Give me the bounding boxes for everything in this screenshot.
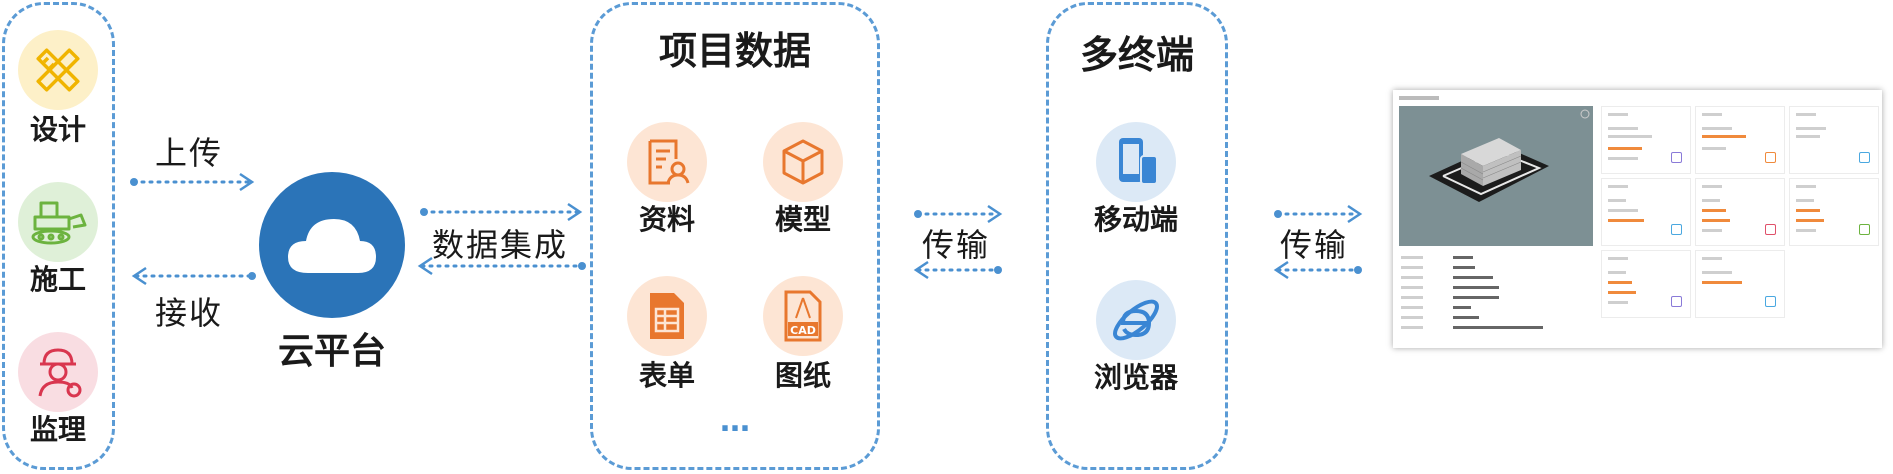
building-model-render: [1429, 109, 1590, 202]
forms-label: 表单: [638, 359, 695, 392]
design-label: 设计: [29, 113, 86, 146]
receive-label: 接收: [155, 294, 224, 332]
info-panel: [1399, 252, 1593, 342]
design-ruler-pencil-icon: [36, 48, 80, 92]
screenshot-header: [1399, 96, 1439, 100]
integration-arrow-left: [417, 256, 586, 276]
supervision-circle: [18, 332, 98, 412]
cloud-platform-label: 云平台: [277, 331, 386, 372]
upload-arrow: [130, 172, 255, 192]
drawings-circle: CAD: [763, 276, 843, 356]
dashboard-card: [1601, 250, 1691, 318]
dashboard-card: [1695, 178, 1785, 246]
supervision-label: 监理: [29, 413, 86, 446]
transfer-1-label: 传输: [922, 226, 991, 264]
dashboard-card: [1695, 106, 1785, 174]
cad-drawing-icon: CAD: [784, 290, 822, 342]
integration-label: 数据集成: [432, 226, 569, 264]
form-sheet-icon: [650, 293, 684, 339]
mobile-device-icon: [1119, 138, 1158, 185]
browser-circle: [1096, 280, 1176, 360]
upload-label: 上传: [155, 134, 224, 172]
documents-label: 资料: [638, 203, 695, 236]
project-data-group: [590, 2, 880, 470]
mobile-circle: [1096, 122, 1176, 202]
terminals-title: 多终端: [1079, 33, 1194, 77]
model-label: 模型: [774, 203, 831, 236]
construction-vehicle-icon: [31, 201, 87, 245]
transfer-1-arrow-right: [914, 204, 1003, 224]
browser-label: 浏览器: [1093, 361, 1178, 394]
dashboard-card: [1601, 178, 1691, 246]
cube-model-icon: [782, 139, 824, 185]
dashboard-card: [1789, 178, 1879, 246]
dashboard-card: [1601, 106, 1691, 174]
model-viewport: [1399, 106, 1593, 246]
cloud-platform-circle: [259, 172, 405, 318]
construction-circle: [18, 182, 98, 262]
project-data-title: 项目数据: [658, 29, 811, 73]
forms-circle: [627, 276, 707, 356]
browser-ie-icon: [1113, 299, 1159, 341]
drawings-label: 图纸: [774, 359, 831, 392]
document-person-icon: [648, 139, 690, 185]
svg-text:CAD: CAD: [790, 324, 816, 337]
cloud-icon: [288, 219, 376, 273]
dashboard-card: [1789, 106, 1879, 174]
design-circle: [18, 30, 98, 110]
mobile-label: 移动端: [1093, 203, 1178, 236]
supervisor-worker-icon: [38, 348, 82, 398]
documents-circle: [627, 122, 707, 202]
info-lines: [1401, 256, 1543, 329]
dashboard-card: [1695, 250, 1785, 318]
platform-screenshot: [1393, 90, 1882, 348]
transfer-2-label: 传输: [1280, 226, 1349, 264]
integration-arrow-right: [420, 202, 583, 222]
transfer-2-arrow-left: [1273, 260, 1362, 280]
more-indicator: …: [720, 404, 750, 439]
transfer-2-arrow-right: [1274, 204, 1363, 224]
model-circle: [763, 122, 843, 202]
terminals-group: [1046, 2, 1228, 470]
receive-arrow: [131, 266, 256, 286]
transfer-1-arrow-left: [913, 260, 1002, 280]
roles-group: [2, 2, 115, 470]
construction-label: 施工: [29, 263, 86, 296]
